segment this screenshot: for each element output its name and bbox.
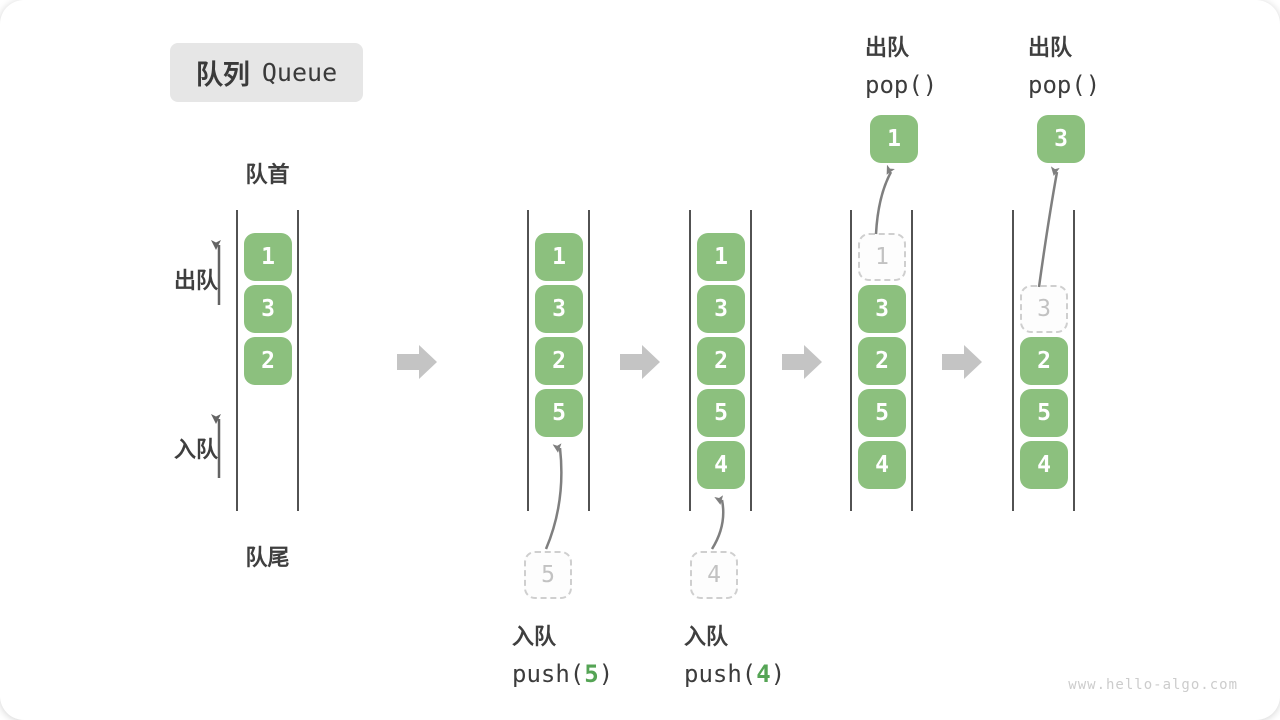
watermark: www.hello-algo.com	[1068, 677, 1238, 693]
label-dequeue: 出队	[174, 268, 219, 293]
queue5-item: 2	[1020, 337, 1068, 385]
queue-state-3: 1 3 2 5 4	[689, 210, 752, 511]
queue5-item: 5	[1020, 389, 1068, 437]
popped-value-1: 1	[870, 115, 918, 163]
queue-state-4: 1 3 2 5 4	[850, 210, 913, 511]
code-arg: 5	[584, 660, 599, 688]
queue3-item: 3	[697, 285, 745, 333]
code-arg: 4	[756, 660, 771, 688]
enqueue5-code: push(5)	[512, 660, 613, 688]
staged-enqueue-value-5: 5	[524, 551, 572, 599]
popped-value-3: 3	[1037, 115, 1085, 163]
title-zh: 队列	[195, 60, 250, 90]
staged-enqueue-value-4: 4	[690, 551, 738, 599]
label-queue-rear: 队尾	[245, 545, 290, 570]
code-pre: push(	[684, 660, 757, 688]
enqueue5-label-zh: 入队	[512, 624, 557, 649]
flow-arrow-icon	[397, 345, 437, 379]
queue1-item: 3	[244, 285, 292, 333]
title-en: Queue	[261, 58, 338, 87]
queue2-item: 2	[535, 337, 583, 385]
enqueue4-code: push(4)	[684, 660, 785, 688]
queue2-item: 1	[535, 233, 583, 281]
queue1-item: 1	[244, 233, 292, 281]
code-pre: push(	[512, 660, 585, 688]
queue-state-5: 3 2 5 4	[1012, 210, 1075, 511]
label-queue-front: 队首	[245, 162, 290, 187]
queue3-item: 2	[697, 337, 745, 385]
queue4-item: 4	[858, 441, 906, 489]
queue-state-2: 1 3 2 5	[527, 210, 590, 511]
queue-state-1: 1 3 2	[236, 210, 299, 511]
queue2-item: 5	[535, 389, 583, 437]
enqueue4-label-zh: 入队	[684, 624, 729, 649]
queue4-dashed-item: 1	[858, 233, 906, 281]
queue3-item: 5	[697, 389, 745, 437]
pop2-label-zh: 出队	[1028, 35, 1073, 60]
queue1-item: 2	[244, 337, 292, 385]
enqueue4-operation-label: 入队 push(4)	[684, 619, 785, 688]
label-enqueue: 入队	[174, 437, 219, 462]
flow-arrow-icon	[620, 345, 660, 379]
pop1-operation-label: 出队 pop()	[865, 30, 937, 99]
pop2-operation-label: 出队 pop()	[1028, 30, 1100, 99]
queue3-item: 4	[697, 441, 745, 489]
queue4-item: 5	[858, 389, 906, 437]
pop2-code: pop()	[1028, 71, 1101, 99]
queue4-item: 3	[858, 285, 906, 333]
queue2-item: 3	[535, 285, 583, 333]
pop1-code: pop()	[865, 71, 938, 99]
flow-arrow-icon	[782, 345, 822, 379]
enqueue5-operation-label: 入队 push(5)	[512, 619, 613, 688]
pop1-label-zh: 出队	[865, 35, 910, 60]
code-post: )	[770, 660, 786, 688]
queue3-item: 1	[697, 233, 745, 281]
flow-arrow-icon	[942, 345, 982, 379]
queue4-item: 2	[858, 337, 906, 385]
title-box: 队列 Queue	[170, 43, 363, 102]
queue5-item: 4	[1020, 441, 1068, 489]
queue5-dashed-item: 3	[1020, 285, 1068, 333]
code-post: )	[598, 660, 614, 688]
